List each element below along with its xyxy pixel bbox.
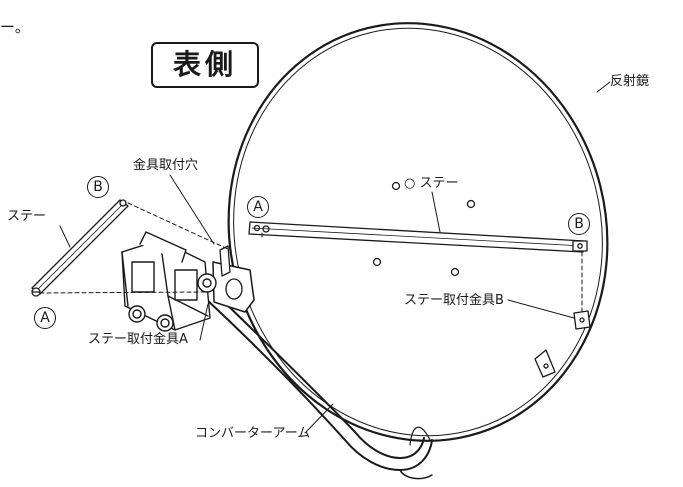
marker-a-left: A xyxy=(34,307,56,329)
left-stay xyxy=(31,199,129,297)
converter-arm xyxy=(204,291,433,480)
side-title: 表側 xyxy=(151,42,259,88)
center-stay-label: ○ ステー xyxy=(404,176,459,191)
converter-arm-label: コンバーターアーム xyxy=(195,426,311,441)
dish-hole xyxy=(450,267,460,277)
rim-bracket xyxy=(534,310,591,378)
bracket-a-label: ステー取付金具A xyxy=(88,332,188,347)
dish-hole xyxy=(372,257,382,267)
heading-fragment: ー。 xyxy=(0,18,30,36)
mount-hole-label: 金具取付穴 xyxy=(133,158,199,173)
marker-a-center: A xyxy=(247,196,269,218)
bracket-b-label: ステー取付金具B xyxy=(404,293,504,308)
leader-lines xyxy=(59,81,611,434)
dish-hole xyxy=(466,199,476,209)
dish-hole xyxy=(391,181,401,191)
reflector-label: 反射鏡 xyxy=(610,74,650,89)
left-stay-label: ステー xyxy=(7,209,47,224)
center-stay xyxy=(248,221,588,253)
marker-b-right: B xyxy=(568,213,590,235)
marker-b-left: B xyxy=(87,176,109,198)
bracket-a-plate xyxy=(212,245,255,313)
lnb-converter xyxy=(121,231,217,332)
